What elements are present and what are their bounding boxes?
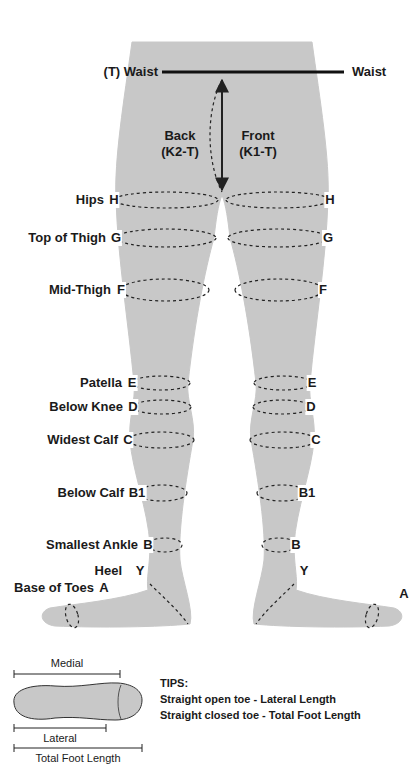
tick — [142, 744, 143, 752]
leg-half — [42, 42, 222, 629]
toe-base — [118, 685, 121, 719]
level-letter: H — [108, 192, 119, 208]
level-letter: D — [127, 399, 138, 415]
length-brackets — [14, 670, 142, 752]
level-name: Patella — [80, 375, 122, 391]
foot-sole — [14, 683, 142, 720]
tick — [106, 724, 107, 732]
heel-letter: Y — [299, 563, 310, 579]
level-letter: H — [324, 192, 335, 208]
level-letter: F — [318, 282, 328, 298]
total-line — [14, 748, 142, 749]
level-letter: C — [310, 432, 321, 448]
toe-ring — [63, 603, 81, 629]
level-letter: B — [290, 537, 301, 553]
level-letter: E — [127, 375, 138, 391]
below-knee-ring — [133, 400, 191, 414]
heel-line — [150, 584, 188, 624]
level-letter: E — [307, 375, 318, 391]
level-name: Mid-Thigh — [49, 282, 111, 298]
level-letter: B1 — [128, 485, 147, 501]
tip-note: Straight open toe - Lateral Length — [160, 692, 336, 706]
thigh-top-ring — [116, 229, 216, 247]
level-letter: G — [322, 230, 334, 246]
hips-ring — [114, 192, 218, 208]
rise-loop — [210, 80, 222, 192]
leg-silhouette — [42, 42, 222, 627]
waist-label: Waist — [352, 64, 386, 80]
level-letter: D — [305, 399, 316, 415]
length-label: Lateral — [43, 732, 77, 745]
toes-name: Base of Toes — [14, 580, 94, 596]
toes-letter: A — [398, 586, 409, 602]
level-name: Smallest Ankle — [46, 537, 138, 553]
tick — [14, 670, 15, 678]
widest-calf-ring — [128, 432, 194, 448]
back-rise-label: Back (K2-T) — [153, 128, 207, 160]
level-letter: G — [110, 230, 122, 246]
tick — [120, 670, 121, 678]
waist-line — [162, 71, 344, 74]
level-name: Below Knee — [49, 399, 123, 415]
tick — [14, 744, 15, 752]
front-rise-label: Front (K1-T) — [229, 128, 287, 160]
level-letter: C — [122, 432, 133, 448]
length-label: Total Foot Length — [35, 752, 120, 765]
lateral-line — [14, 728, 106, 729]
foot-outline — [14, 683, 142, 720]
level-letter: B1 — [298, 485, 317, 501]
length-label: Medial — [51, 657, 83, 670]
tick — [14, 724, 15, 732]
tip-note: Straight closed toe - Total Foot Length — [160, 708, 361, 722]
level-name: Below Calf — [58, 485, 124, 501]
level-name: Top of Thigh — [28, 230, 106, 246]
toes-letter: A — [98, 580, 109, 596]
heel-letter: Y — [135, 563, 146, 579]
level-letter: F — [116, 282, 126, 298]
rise-arrow — [221, 80, 223, 190]
patella-ring — [132, 376, 190, 390]
mid-thigh-ring — [121, 279, 209, 301]
heel-name: Heel — [95, 563, 122, 579]
level-letter: B — [142, 537, 153, 553]
leg-half-mirror — [222, 42, 402, 629]
waist-label: (T) Waist — [104, 64, 158, 80]
medial-line — [14, 674, 120, 675]
tips-heading: TIPS: — [160, 676, 188, 690]
level-name: Hips — [76, 192, 104, 208]
level-name: Widest Calf — [47, 432, 118, 448]
